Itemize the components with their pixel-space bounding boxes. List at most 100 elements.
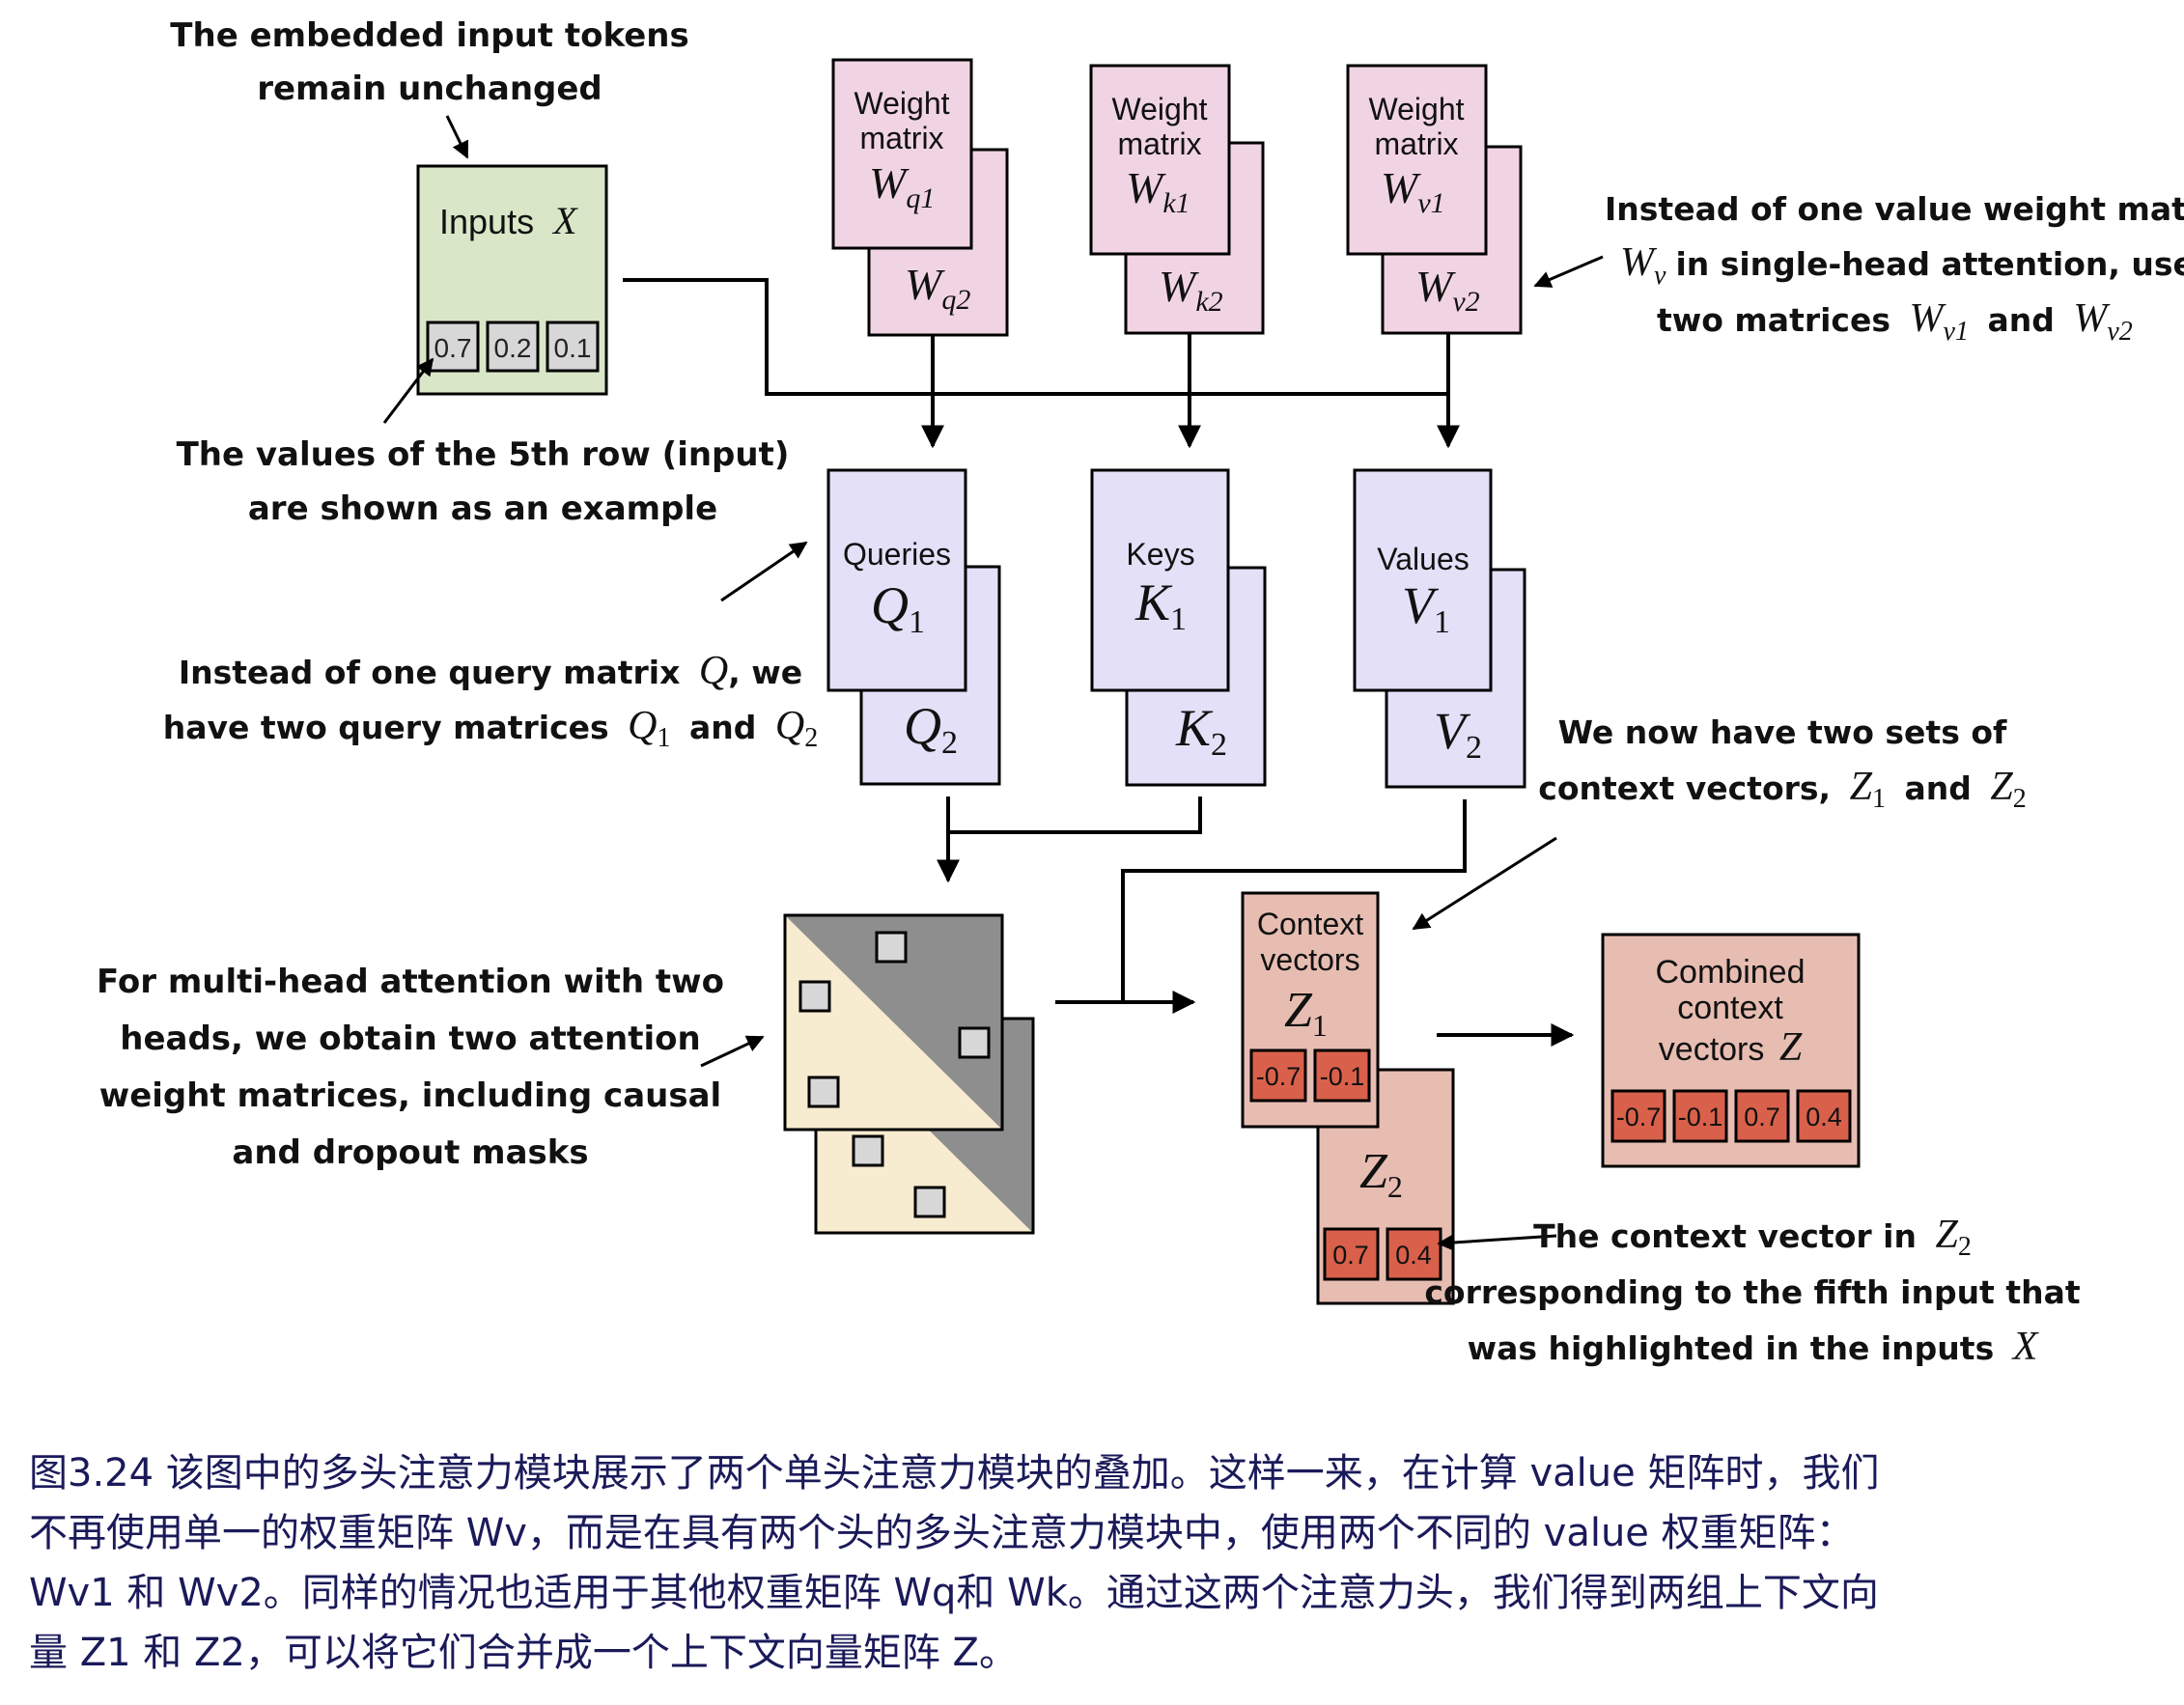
annotation-q2-subscript: 2: [804, 723, 818, 753]
annotation-z2-symbol: Z: [1990, 765, 2013, 809]
svg-text:Wq1: Wq1: [869, 158, 935, 214]
dropout-cell: [807, 1076, 840, 1108]
weight-v-label-line2: matrix: [1374, 126, 1458, 161]
combined-value-2: -0.1: [1678, 1103, 1723, 1132]
weight-k2-subscript: k2: [1195, 286, 1222, 318]
connector-qk-join: [946, 797, 1202, 834]
input-value-1: 0.7: [434, 333, 472, 363]
svg-text:K1: K1: [1134, 573, 1187, 637]
inputs-x-box: Inputs X 0.7 0.2 0.1: [416, 164, 608, 396]
arrow-value-weights: [1533, 255, 1604, 288]
annotation-z2-line3: was highlighted in the inputs: [1468, 1329, 1995, 1367]
annotation-q-symbol: Q: [699, 649, 728, 693]
annotation-z2-subscript: 2: [2013, 784, 2027, 814]
weight-k1-card: [1089, 64, 1231, 256]
svg-text:Wk1: Wk1: [1126, 163, 1190, 219]
weight-matrix-k: Weight matrix Wk1 Wk2: [1089, 64, 1265, 335]
svg-text:was highlighted in the inputs: was highlighted in the inputs X: [1468, 1325, 2040, 1369]
annotation-multi-head-line4: and dropout masks: [232, 1133, 588, 1172]
dropout-cell: [875, 931, 908, 964]
combined-label-line3: vectors: [1659, 1031, 1765, 1068]
queries-q2-symbol: Q: [904, 697, 941, 755]
annotation-value-weights-line1: Instead of one value weight matrix: [1605, 190, 2184, 228]
svg-text:Q1: Q1: [871, 576, 925, 640]
annotation-z1-subscript: 1: [1872, 784, 1886, 814]
svg-text:Wv1: Wv1: [1381, 163, 1445, 219]
annotation-z2-line-symbol: Z: [1935, 1213, 1958, 1257]
weight-q1-subscript: q1: [906, 182, 935, 214]
queries-label: Queries: [843, 537, 951, 572]
queries-q2-subscript: 2: [941, 725, 958, 761]
annotation-multi-head-line1: For multi-head attention with two: [97, 963, 724, 1001]
weight-v-label-line1: Weight: [1368, 92, 1464, 126]
context-z2-subscript: 2: [1387, 1169, 1403, 1204]
annotation-multi-head-line2: heads, we obtain two attention: [120, 1020, 700, 1058]
weight-v1-card: [1346, 64, 1488, 256]
annotation-embedded-line1: The embedded input tokens: [170, 16, 688, 55]
context-z2-values: 0.7 0.4: [1323, 1227, 1442, 1281]
annotation-fifth-row: The values of the 5th row (input) are sh…: [177, 435, 790, 528]
weight-q1-card: [831, 58, 973, 250]
keys-k2-symbol: K: [1175, 699, 1214, 757]
annotation-embedded-tokens: The embedded input tokens remain unchang…: [170, 16, 688, 108]
annotation-wv1-subscript: v1: [1944, 317, 1969, 347]
annotation-value-weights-line2: in single-head attention, use: [1675, 245, 2184, 283]
annotation-multi-head-line3: weight matrices, including causal: [99, 1076, 721, 1115]
annotation-wv-subscript: v: [1654, 261, 1666, 291]
weight-q-label-line1: Weight: [854, 86, 949, 121]
weight-v1-subscript: v1: [1417, 187, 1444, 219]
svg-text:Wq2: Wq2: [905, 260, 970, 316]
svg-text:have two query matrices: have two query matrices Q1 and Q2: [163, 704, 819, 754]
annotation-two-sets: We now have two sets of context vectors,…: [1538, 713, 2026, 815]
dropout-cell: [958, 1026, 991, 1059]
combined-value-4: 0.4: [1806, 1103, 1842, 1132]
arrow-query-matrices: [720, 541, 808, 602]
keys-k1-card: [1090, 468, 1230, 692]
combined-label-line2: context: [1677, 990, 1783, 1026]
weight-q2-symbol: W: [905, 260, 945, 309]
weight-k2-symbol: W: [1159, 262, 1199, 311]
annotation-query-matrices: Instead of one query matrix Q, we have t…: [163, 649, 819, 754]
annotation-q1-subscript: 1: [658, 723, 671, 753]
annotation-q1-symbol: Q: [628, 704, 657, 748]
arrow-two-sets: [1412, 836, 1557, 931]
values-v1-symbol: V: [1402, 576, 1440, 634]
svg-text:context vectors, Z1: context vectors, Z1 and Z2: [1538, 765, 2026, 815]
inputs-label: Inputs: [439, 202, 534, 241]
combined-context-box: Combined context vectors Z -0.7 -0.1 0.7…: [1601, 933, 1861, 1168]
annotation-z2-line2: corresponding to the fifth input that: [1424, 1273, 2080, 1311]
annotation-two-sets-line1: We now have two sets of: [1558, 713, 2007, 751]
context-z1-symbol: Z: [1284, 983, 1313, 1038]
annotation-query-line2: have two query matrices: [163, 709, 609, 746]
combined-value-3: 0.7: [1744, 1103, 1780, 1132]
caption-line: 图3.24 该图中的多头注意力模块展示了两个单头注意力模块的叠加。这样一来，在计…: [29, 1451, 1880, 1495]
weight-q-label-line2: matrix: [859, 121, 943, 155]
annotation-z2-x-symbol: X: [2011, 1325, 2040, 1369]
connector-inputs-bus: [623, 278, 1448, 396]
weight-v2-subscript: v2: [1452, 286, 1479, 318]
annotation-fifth-row-line1: The values of the 5th row (input): [177, 435, 790, 474]
context-label-line2: vectors: [1260, 942, 1359, 977]
caption-line: 量 Z1 和 Z2，可以将它们合并成一个上下文向量矩阵 Z。: [29, 1631, 1018, 1675]
annotation-q2-symbol: Q: [775, 704, 804, 748]
arrow-multi-head: [700, 1035, 765, 1068]
connector-values-to-context: [1121, 799, 1467, 1002]
annotation-value-weights-and: and: [1987, 301, 2054, 339]
svg-text:V1: V1: [1402, 576, 1450, 640]
keys-k1-subscript: 1: [1170, 601, 1187, 637]
annotation-query-line1-end: , we: [728, 654, 802, 691]
svg-text:Wk2: Wk2: [1159, 262, 1223, 318]
attention-mask-1-border: [783, 913, 1004, 1132]
arrow-embedded-to-inputs: [445, 115, 469, 159]
svg-text:Wv2: Wv2: [1415, 262, 1480, 318]
caption-line: 不再使用单一的权重矩阵 Wv，而是在具有两个头的多头注意力模块中，使用两个不同的…: [29, 1511, 1855, 1555]
z1-value-1: -0.7: [1256, 1062, 1302, 1091]
weight-matrix-v: Weight matrix Wv1 Wv2: [1346, 64, 1523, 335]
queries-q1-subscript: 1: [909, 604, 925, 640]
values-v1-subscript: 1: [1434, 604, 1450, 640]
weight-v2-symbol: W: [1415, 262, 1456, 311]
caption-line: Wv1 和 Wv2。同样的情况也适用于其他权重矩阵 Wq和 Wk。通过这两个注意…: [29, 1571, 1879, 1615]
weight-matrix-q: Weight matrix Wq1 Wq2: [831, 58, 1009, 337]
